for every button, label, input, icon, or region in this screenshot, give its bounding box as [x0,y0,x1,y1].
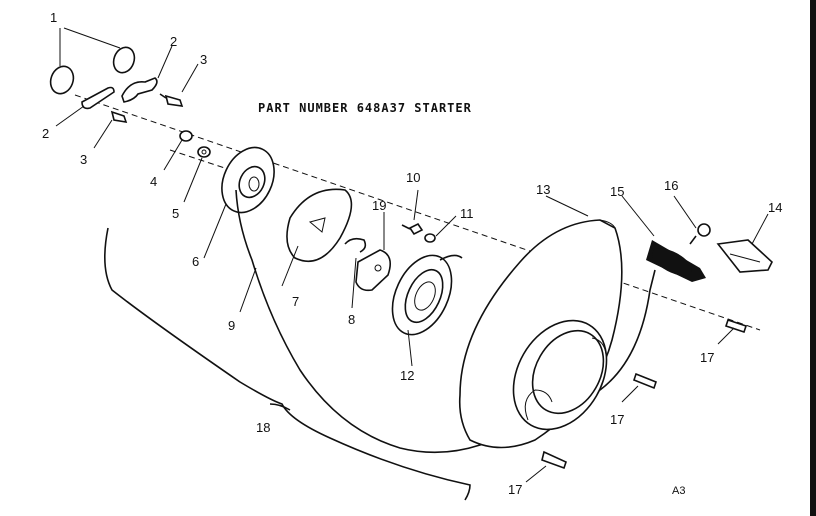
part-10-screw [401,222,424,236]
leader-lines [55,27,769,483]
callout-19: 19 [372,198,386,213]
part-17-screws [541,318,748,470]
callout-6: 6 [192,254,199,269]
callout-18: 18 [256,420,270,435]
assembly-bracket-18 [104,227,471,501]
callout-17-bottom: 17 [508,482,522,497]
callout-15: 15 [610,184,624,199]
callout-14: 14 [768,200,782,215]
part-11-washer [424,233,436,243]
callout-11: 11 [460,206,474,221]
callout-5: 5 [172,206,179,221]
part-2-links [81,77,158,110]
part-13-housing [458,219,623,449]
callout-3-upper: 3 [200,52,207,67]
callout-12: 12 [400,368,414,383]
part-4-5-washers [179,130,211,158]
callout-1: 1 [50,10,57,25]
part-15-handle [646,240,706,282]
part-14-insert [716,239,773,273]
part-3-screws [110,93,184,124]
part-12-spring [391,254,463,336]
diagram-title: PART NUMBER 648A37 STARTER [258,101,472,115]
callout-2-upper: 2 [170,34,177,49]
callout-4: 4 [150,174,157,189]
callout-7: 7 [292,294,299,309]
callout-8: 8 [348,312,355,327]
callout-17-middle: 17 [610,412,624,427]
part-6-pulley [221,146,275,214]
scan-border [810,0,816,516]
callout-16: 16 [664,178,678,193]
figure-code: A3 [672,485,685,497]
callout-17-right: 17 [700,350,714,365]
callout-labels: 1 2 3 2 3 4 5 6 7 8 9 10 11 12 13 14 15 … [42,10,782,497]
part-1-caps [49,46,136,95]
callout-2-lower: 2 [42,126,49,141]
part-19-pawl [355,249,391,292]
part-16-knob [689,223,711,245]
part-7-plate [286,188,353,263]
callout-9: 9 [228,318,235,333]
callout-10: 10 [406,170,420,185]
callout-13: 13 [536,182,550,197]
callout-3-lower: 3 [80,152,87,167]
part-8-clip [344,237,367,253]
